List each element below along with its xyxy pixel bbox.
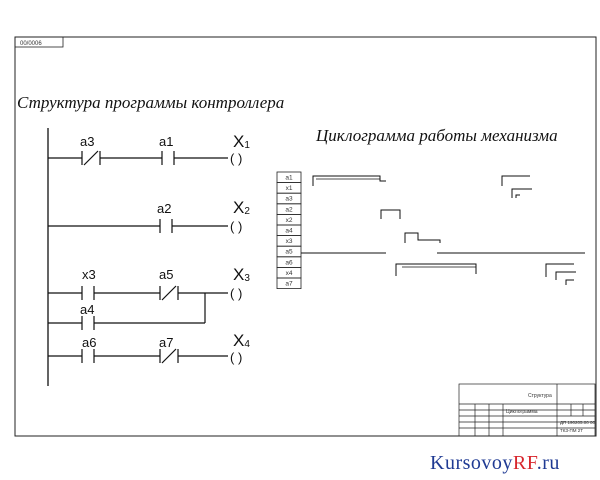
title-block-doc-title: Циклограмма: [506, 409, 538, 415]
output-label: X3: [233, 265, 250, 284]
trace-a1-right: [501, 175, 530, 186]
output-x3: X3 ( ): [230, 265, 250, 301]
ladder-rungs: [48, 150, 228, 364]
trace-x1-step: [515, 194, 520, 198]
trace-a7: [545, 263, 574, 277]
cyclogram-traces: [301, 175, 585, 285]
trace-a4: [404, 232, 441, 243]
signal-label-x3: x3: [286, 238, 293, 245]
contact-label-a7: a7: [159, 335, 173, 350]
contact-label-a3: a3: [80, 134, 94, 149]
trace-a1: [312, 175, 386, 186]
signal-label-a4: a4: [285, 228, 293, 235]
title-block-sheet-name: Структура: [528, 393, 552, 399]
signal-label-x4: x4: [286, 270, 293, 277]
title-block-group: ТКЗ-ПМ 2Т: [560, 428, 583, 433]
coil-symbol: ( ): [230, 350, 242, 365]
sheet-frame: [14, 36, 597, 437]
signal-label-a1: a1: [285, 175, 293, 182]
signal-label-a3: a3: [285, 196, 293, 203]
signal-label-x2: x2: [286, 217, 293, 224]
ladder-title: Структура программы контроллера: [17, 93, 284, 112]
signal-cell: [276, 277, 302, 290]
signal-label-a5: a5: [285, 249, 293, 256]
contact-label-x3: x3: [82, 267, 96, 282]
coil-symbol: ( ): [230, 151, 242, 166]
signal-label-x1: x1: [286, 185, 293, 192]
trace-a5: [395, 263, 477, 276]
output-label: X4: [233, 331, 250, 350]
title-block: [458, 383, 596, 437]
rung-4: [48, 348, 228, 364]
top-stamp-text: 00/0006: [20, 41, 42, 47]
trace-a7-c: [565, 279, 574, 285]
logo-part-3: .ru: [536, 452, 560, 474]
trace-x2: [380, 209, 401, 219]
rung-1: [48, 150, 228, 166]
title-block-code: ДП 190205.00 00: [560, 420, 596, 425]
site-logo: KursovoyRF.ru: [430, 452, 560, 475]
rung-2: [48, 219, 228, 233]
signal-label-a6: a6: [285, 259, 293, 266]
trace-a7-b: [555, 271, 576, 280]
nc-slash: [161, 348, 177, 364]
logo-part-2: RF: [512, 452, 537, 474]
output-x2: X2 ( ): [230, 198, 250, 234]
output-label: X2: [233, 198, 250, 217]
contact-label-a4: a4: [80, 302, 94, 317]
nc-slash: [83, 150, 99, 166]
signal-table: a1 x1 a3 a2 x2 a4 x3 a5 a6 x4 a7: [276, 171, 302, 290]
contact-label-a5: a5: [159, 267, 173, 282]
coil-symbol: ( ): [230, 219, 242, 234]
logo-part-1: Kursovoy: [430, 452, 513, 474]
nc-slash: [161, 285, 177, 301]
coil-symbol: ( ): [230, 286, 242, 301]
output-x1: X1 ( ): [230, 132, 250, 166]
trace-a3: [511, 188, 532, 198]
cyclogram-title: Циклограмма работы механизма: [315, 126, 558, 145]
contact-label-a1: a1: [159, 134, 173, 149]
output-label: X1: [233, 132, 250, 151]
contact-label-a6: a6: [82, 335, 96, 350]
contact-label-a2: a2: [157, 201, 171, 216]
rung-3: [48, 285, 228, 330]
signal-label-a7: a7: [285, 281, 293, 288]
signal-label-a2: a2: [285, 206, 293, 213]
top-stamp-box: [14, 36, 64, 48]
output-x4: X4 ( ): [230, 331, 250, 365]
